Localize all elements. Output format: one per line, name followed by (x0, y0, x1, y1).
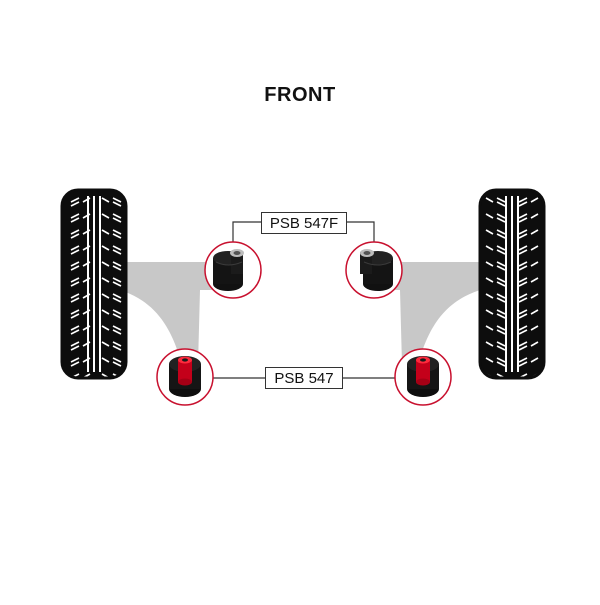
leader-lines (213, 221, 397, 379)
diagram-title: FRONT (264, 84, 336, 106)
rear-bush-part-label: PSB 547 (265, 367, 343, 389)
left-tyre (60, 188, 128, 380)
left-control-arm (120, 262, 232, 365)
rear-bush-right (394, 348, 452, 406)
front-bush-part-label: PSB 547F (261, 212, 347, 234)
front-bush-left (204, 241, 262, 299)
front-bush-right (345, 241, 403, 299)
rear-bush-left (156, 348, 214, 406)
right-tyre (478, 188, 546, 380)
